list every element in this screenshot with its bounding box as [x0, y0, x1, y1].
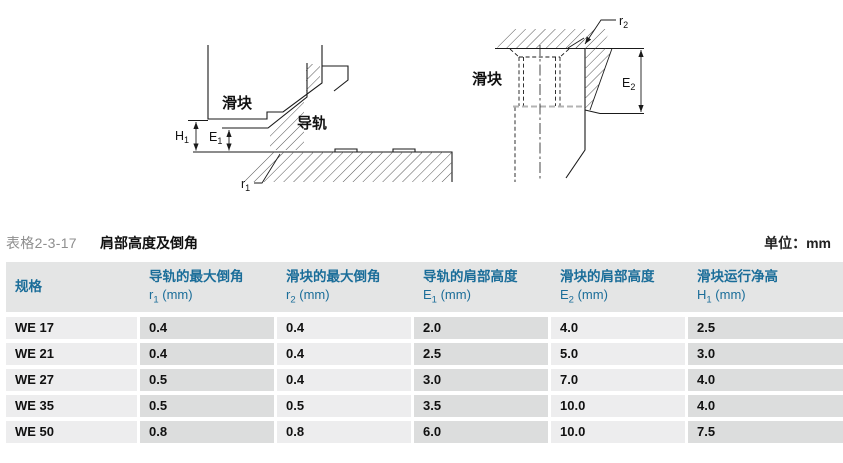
table-cell: 3.0 — [688, 343, 843, 365]
rail-hatch — [270, 101, 304, 150]
slider-outline — [207, 45, 323, 120]
e2-dim-label: E2 — [622, 76, 635, 92]
slider-lip — [322, 65, 349, 92]
table-cell: 10.0 — [551, 395, 685, 417]
table-cell: 7.5 — [688, 421, 843, 443]
table-row-spec: WE 27 — [6, 369, 137, 391]
table-row-spec: WE 17 — [6, 317, 137, 339]
base-hatch — [238, 152, 452, 182]
table-number: 表格2-3-17 — [6, 235, 77, 251]
e1-dim-label: E1 — [209, 130, 222, 146]
column-header-spec: 规格 — [15, 279, 42, 294]
technical-diagrams: 滑块 导轨 H1 E1 r1 — [175, 14, 644, 193]
table-cell: 4.0 — [688, 395, 843, 417]
r2-dim-label: r2 — [619, 14, 628, 30]
column-header-h1: 滑块运行净高 H1 (mm) — [697, 269, 778, 306]
r1-leader-line — [254, 153, 281, 184]
table-cell: 2.0 — [414, 317, 548, 339]
table-cell: 0.4 — [140, 343, 274, 365]
table-header-row: 规格 导轨的最大倒角 r1 (mm) 滑块的最大倒角 r2 (mm) 导轨的肩部… — [6, 262, 843, 312]
table-cell: 7.0 — [551, 369, 685, 391]
table-row-spec: WE 50 — [6, 421, 137, 443]
table-body: WE 17 0.4 0.4 2.0 4.0 2.5 WE 21 0.4 0.4 … — [6, 317, 843, 443]
column-header-e2: 滑块的肩部高度 E2 (mm) — [560, 269, 655, 306]
table-cell: 3.5 — [414, 395, 548, 417]
table-cell: 5.0 — [551, 343, 685, 365]
r2-chamfer-edge — [567, 37, 585, 49]
column-header-e1: 导轨的肩部高度 E1 (mm) — [423, 269, 518, 306]
r2-chamfer-hatch — [566, 37, 584, 48]
column-header-r1: 导轨的最大倒角 r1 (mm) — [149, 269, 244, 306]
rail-strip-edge — [589, 48, 613, 111]
table-cell: 4.0 — [688, 369, 843, 391]
r2-leader-line — [584, 19, 616, 45]
table-cell: 4.0 — [551, 317, 685, 339]
rail-strip-hatch — [585, 48, 612, 110]
top-surface-hatch — [497, 29, 612, 48]
table-caption: 表格2-3-17 肩部高度及倒角 单位：mm — [0, 233, 843, 255]
base-pad — [392, 148, 416, 152]
table-row-spec: WE 35 — [6, 395, 137, 417]
table-cell: 0.4 — [277, 317, 411, 339]
h1-dim-label: H1 — [175, 129, 189, 145]
unit-label: 单位：mm — [764, 235, 831, 251]
spec-table: 规格 导轨的最大倒角 r1 (mm) 滑块的最大倒角 r2 (mm) 导轨的肩部… — [6, 262, 843, 443]
table-row-spec: WE 21 — [6, 343, 137, 365]
column-header-r2: 滑块的最大倒角 r2 (mm) — [286, 269, 381, 306]
bolt-hidden-lines — [509, 48, 570, 182]
left-rail-label: 导轨 — [297, 114, 327, 132]
rail-hatch-upper — [306, 64, 320, 95]
table-cell: 2.5 — [414, 343, 548, 365]
table-cell: 6.0 — [414, 421, 548, 443]
base-pad — [334, 148, 358, 152]
right-section-diagram: 滑块 E2 r2 — [472, 14, 644, 182]
table-cell: 0.4 — [140, 317, 274, 339]
r1-dim-label: r1 — [241, 177, 250, 193]
table-cell: 0.8 — [140, 421, 274, 443]
table-cell: 0.5 — [140, 395, 274, 417]
right-slider-label: 滑块 — [472, 71, 503, 88]
left-section-diagram: 滑块 导轨 H1 E1 r1 — [175, 45, 453, 193]
table-cell: 10.0 — [551, 421, 685, 443]
table-cell: 2.5 — [688, 317, 843, 339]
table-title: 肩部高度及倒角 — [100, 235, 198, 251]
slider-right-edge — [565, 48, 586, 179]
table-cell: 0.4 — [277, 343, 411, 365]
table-cell: 0.5 — [277, 395, 411, 417]
rail-bottom-line — [584, 109, 644, 115]
table-cell: 0.5 — [140, 369, 274, 391]
table-cell: 3.0 — [414, 369, 548, 391]
left-slider-label: 滑块 — [222, 95, 253, 112]
table-cell: 0.4 — [277, 369, 411, 391]
table-cell: 0.8 — [277, 421, 411, 443]
